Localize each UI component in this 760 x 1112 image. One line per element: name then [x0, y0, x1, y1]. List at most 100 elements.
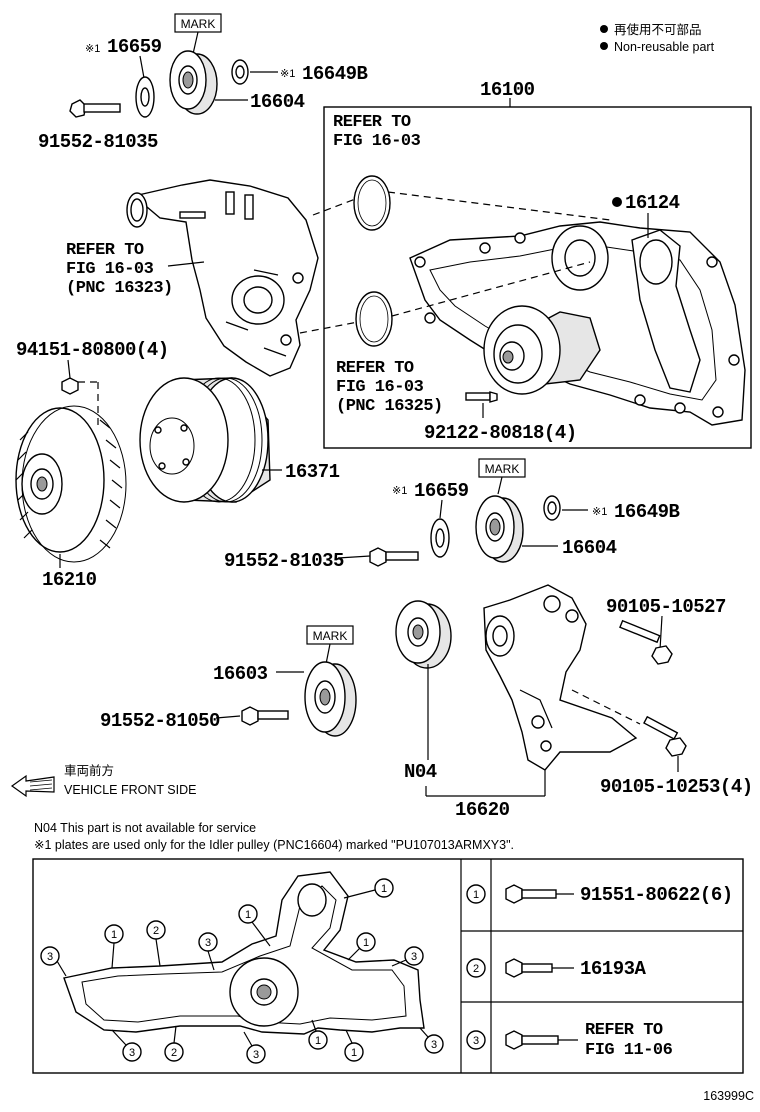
- callout-1: 1: [344, 1042, 364, 1062]
- bolt-91551-80622[interactable]: 91551-80622(6): [580, 884, 733, 906]
- part-91552-81050[interactable]: 91552-81050: [100, 710, 221, 732]
- svg-text:1: 1: [111, 929, 117, 941]
- callout-3: 3: [424, 1034, 444, 1054]
- ref-lower-line1[interactable]: REFER TO: [336, 359, 414, 378]
- svg-text:2: 2: [153, 925, 159, 937]
- part-90105-10527[interactable]: 90105-10527: [606, 596, 727, 618]
- part-n04[interactable]: N04: [404, 761, 437, 783]
- bolt-table-row-2: 2 16193A: [466, 958, 647, 980]
- ref-left-line3[interactable]: (PNC 16323): [66, 279, 173, 298]
- part-16124[interactable]: 16124: [625, 192, 680, 214]
- mark-label-low: MARK: [313, 629, 348, 643]
- part-16100[interactable]: 16100: [480, 79, 535, 101]
- water-inlet-housing: [126, 179, 319, 377]
- part-16659-top[interactable]: 16659: [107, 36, 162, 58]
- mark-label-mid: MARK: [485, 462, 520, 476]
- part-16649b-mid[interactable]: 16649B: [614, 501, 680, 523]
- note1-marker: ※1: [85, 43, 100, 55]
- part-92122-80818[interactable]: 92122-80818(4): [424, 422, 577, 444]
- note1-marker: ※1: [280, 68, 295, 80]
- callout-3: 3: [122, 1042, 142, 1062]
- bolt-icon: [505, 958, 523, 978]
- fan-pulley-16371: [139, 377, 271, 503]
- note1-marker: ※1: [392, 485, 407, 497]
- o-ring-upper: [353, 175, 391, 231]
- part-16371[interactable]: 16371: [285, 461, 340, 483]
- ref-left-line1[interactable]: REFER TO: [66, 241, 144, 260]
- callout-3: 3: [246, 1044, 266, 1064]
- svg-text:1: 1: [381, 883, 387, 895]
- svg-text:3: 3: [253, 1049, 259, 1061]
- svg-text:1: 1: [363, 937, 369, 949]
- gasket-bolt-diagram: [63, 871, 425, 1035]
- bolt-90105-10253: [643, 715, 687, 757]
- mark-label-top: MARK: [181, 17, 216, 31]
- fan-clutch-16210: [15, 405, 127, 563]
- ref-top-line2[interactable]: FIG 16-03: [333, 132, 421, 151]
- callout-1: 1: [308, 1030, 328, 1050]
- part-16659-mid[interactable]: 16659: [414, 480, 469, 502]
- bolt-ref-line1[interactable]: REFER TO: [585, 1021, 663, 1040]
- bolt-16193a[interactable]: 16193A: [580, 958, 647, 980]
- bolt-icon: [505, 1030, 523, 1050]
- svg-text:1: 1: [245, 909, 251, 921]
- part-91552-81035-mid[interactable]: 91552-81035: [224, 550, 345, 572]
- svg-text:2: 2: [171, 1047, 177, 1059]
- callout-3: 3: [40, 946, 60, 966]
- assembly-16100-box: [323, 106, 752, 449]
- part-16210[interactable]: 16210: [42, 569, 97, 591]
- part-91552-81035-top[interactable]: 91552-81035: [38, 131, 159, 153]
- part-94151-80800[interactable]: 94151-80800(4): [16, 339, 169, 361]
- ref-top-line1[interactable]: REFER TO: [333, 113, 411, 132]
- svg-text:3: 3: [129, 1047, 135, 1059]
- part-16603[interactable]: 16603: [213, 663, 268, 685]
- bolt-table-row-1: 1 91551-80622(6): [466, 884, 733, 906]
- svg-text:1: 1: [351, 1047, 357, 1059]
- callout-2: 2: [164, 1042, 184, 1062]
- bolt-ref-line2[interactable]: FIG 11-06: [585, 1041, 673, 1060]
- callout-1: 1: [374, 878, 394, 898]
- svg-text:1: 1: [473, 889, 479, 901]
- non-reusable-dot-icon: [612, 197, 622, 207]
- svg-text:2: 2: [473, 963, 479, 975]
- o-ring-lower: [355, 291, 393, 347]
- legend-jp: 再使用不可部品: [614, 22, 702, 37]
- part-16604-mid[interactable]: 16604: [562, 537, 617, 559]
- ref-lower-line2[interactable]: FIG 16-03: [336, 378, 424, 397]
- legend-en: Non-reusable part: [614, 40, 715, 54]
- ref-lower-line3[interactable]: (PNC 16325): [336, 397, 443, 416]
- bracket-16620: [483, 584, 638, 771]
- note-1: ※1 plates are used only for the Idler pu…: [34, 838, 514, 852]
- note-n04: N04 This part is not available for servi…: [34, 821, 256, 835]
- callout-1: 1: [238, 904, 258, 924]
- bolt-icon: [505, 884, 523, 904]
- water-pump-body: [409, 221, 746, 426]
- callout-1: 1: [104, 924, 124, 944]
- figure-id: 163999C: [703, 1089, 754, 1103]
- part-90105-10253[interactable]: 90105-10253(4): [600, 776, 753, 798]
- vehicle-front-jp: 車両前方: [64, 763, 114, 778]
- part-16604-top[interactable]: 16604: [250, 91, 305, 113]
- svg-text:3: 3: [431, 1039, 437, 1051]
- ref-left-line2[interactable]: FIG 16-03: [66, 260, 154, 279]
- svg-text:3: 3: [411, 951, 417, 963]
- callout-3: 3: [198, 932, 218, 952]
- part-16649b-top[interactable]: 16649B: [302, 63, 368, 85]
- bolt-90105-10527: [619, 619, 673, 665]
- vehicle-front-en: VEHICLE FRONT SIDE: [64, 783, 196, 797]
- svg-text:1: 1: [315, 1035, 321, 1047]
- bolt-91552-81035-top: [69, 99, 121, 118]
- bolt-91552-81035-mid: [369, 547, 419, 567]
- bolt-location-panel: [32, 858, 744, 1074]
- part-16620[interactable]: 16620: [455, 799, 510, 821]
- callout-2: 2: [146, 920, 166, 940]
- non-reusable-dot-icon: [600, 42, 608, 50]
- callout-1: 1: [356, 932, 376, 952]
- nut-94151: [61, 377, 79, 395]
- note1-marker: ※1: [592, 506, 607, 518]
- vehicle-front-arrow-icon: [10, 774, 55, 798]
- svg-text:3: 3: [205, 937, 211, 949]
- svg-text:3: 3: [473, 1035, 479, 1047]
- svg-text:3: 3: [47, 951, 53, 963]
